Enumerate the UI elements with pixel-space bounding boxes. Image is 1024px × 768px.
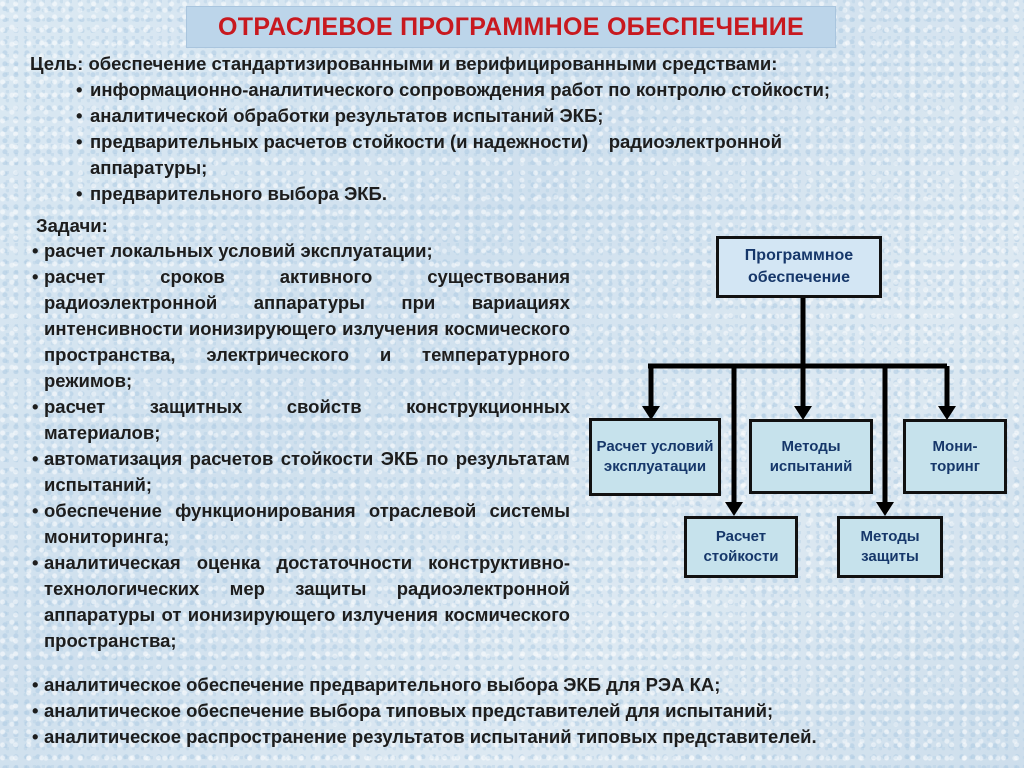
goal-item: предварительных расчетов стойкости (и на… xyxy=(76,129,1000,181)
task-item: расчет сроков активного существования ра… xyxy=(30,264,570,394)
goal-item: аналитической обработки результатов испы… xyxy=(76,103,1000,129)
page-title: ОТРАСЛЕВОЕ ПРОГРАММНОЕ ОБЕСПЕЧЕНИЕ xyxy=(186,6,836,48)
diagram-calc-conditions-box: Расчет условий эксплуатации xyxy=(589,418,721,496)
goal-item-text: предварительных расчетов стойкости (и на… xyxy=(90,131,788,178)
goal-list: информационно-аналитического сопровожден… xyxy=(30,77,1000,207)
diagram-calc-resistance-label: Расчет стойкости xyxy=(703,528,779,565)
goal-item: предварительного выбора ЭКБ. xyxy=(76,181,1000,207)
diagram-monitoring-box: Мони-торинг xyxy=(903,419,1007,494)
goal-section: Цель: обеспечение стандартизированными и… xyxy=(30,51,1000,207)
arrowhead xyxy=(794,406,812,420)
diagram-root-box: Программное обеспечение xyxy=(716,236,882,298)
diagram-calc-resistance-box: Расчет стойкости xyxy=(684,516,798,578)
tasks-list: расчет локальных условий эксплуатации; р… xyxy=(30,238,570,654)
task-item: аналитическое обеспечение предварительно… xyxy=(30,672,990,698)
goal-item: информационно-аналитического сопровожден… xyxy=(76,77,1000,103)
arrowhead xyxy=(876,502,894,516)
task-item: расчет локальных условий эксплуатации; xyxy=(30,238,570,264)
diagram-test-methods-box: Методы испытаний xyxy=(749,419,873,494)
task-item: обеспечение функционирования отраслевой … xyxy=(30,498,570,550)
tasks-heading: Задачи: xyxy=(36,215,108,236)
task-item: расчет защитных свойств конструкционных … xyxy=(30,394,570,446)
task-item: аналитическая оценка достаточности конст… xyxy=(30,550,570,654)
arrowhead xyxy=(725,502,743,516)
diagram-root-label: Программное обеспечение xyxy=(744,247,854,286)
task-item: аналитическое распространение результато… xyxy=(30,724,990,750)
arrowhead xyxy=(938,406,956,420)
goal-lead: Цель: обеспечение стандартизированными и… xyxy=(30,53,778,74)
tasks-list-wide: аналитическое обеспечение предварительно… xyxy=(30,672,990,750)
diagram-calc-conditions-label: Расчет условий эксплуатации xyxy=(596,438,714,475)
diagram-test-methods-label: Методы испытаний xyxy=(769,437,853,475)
diagram-protection-methods-label: Методы защиты xyxy=(860,528,920,565)
diagram-monitoring-label: Мони-торинг xyxy=(929,437,980,475)
task-item: аналитическое обеспечение выбора типовых… xyxy=(30,698,990,724)
task-item: автоматизация расчетов стойкости ЭКБ по … xyxy=(30,446,570,498)
diagram-protection-methods-box: Методы защиты xyxy=(837,516,943,578)
